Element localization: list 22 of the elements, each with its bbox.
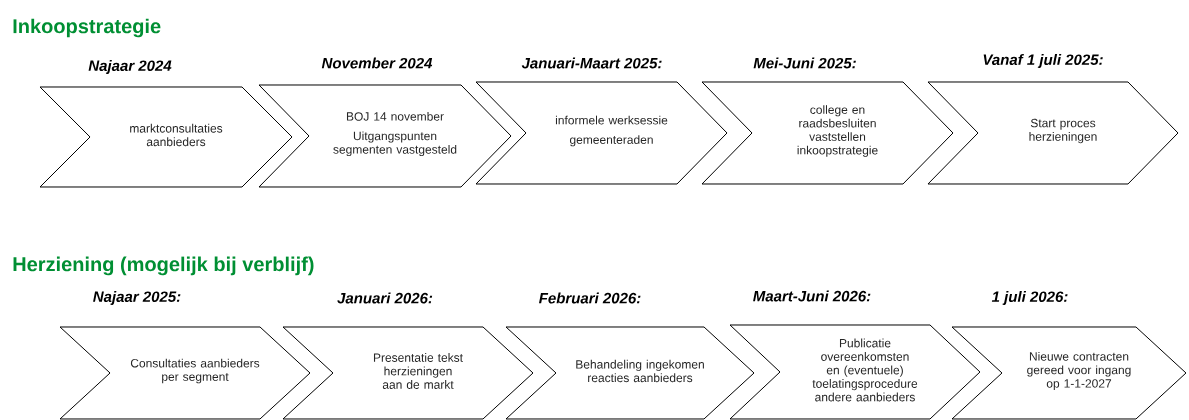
chevron-step: Consultaties aanbieders per segment bbox=[59, 326, 311, 420]
chevron-step: Nieuwe contracten gereed voor ingang op 1-1-2027 bbox=[951, 326, 1187, 420]
step-heading: Vanaf 1 juli 2025: bbox=[983, 54, 1103, 68]
section-heading: Herziening (mogelijk bij verblijf) bbox=[13, 256, 314, 276]
chevron-step: informele werksessie gemeenteraden bbox=[475, 81, 728, 185]
chevron-step: Publicatie overeenkomsten en (eventuele) toelatingsprocedure andere aanbieders bbox=[729, 324, 981, 420]
step-heading: Januari 2026: bbox=[337, 292, 433, 304]
step-heading: Najaar 2025: bbox=[93, 291, 181, 305]
step-heading: 1 juli 2026: bbox=[991, 291, 1068, 305]
step-heading: Februari 2026: bbox=[539, 292, 641, 304]
section-heading: Inkoopstrategie bbox=[13, 18, 161, 38]
chevron-step: college en raadsbesluiten vaststellen inkoopstrategie bbox=[701, 81, 954, 185]
chevron-step: BOJ 14 november Uitgangspunten segmenten vastgesteld bbox=[258, 84, 512, 188]
chevron-step: marktconsultaties aanbieders bbox=[39, 86, 293, 188]
step-heading: Mei-Juni 2025: bbox=[753, 57, 856, 69]
chevron-step: Start proces herzieningen bbox=[927, 81, 1179, 185]
step-heading: Maart-Juni 2026: bbox=[753, 290, 871, 302]
chevron-step: Behandeling ingekomen reacties aanbieders bbox=[505, 326, 755, 420]
step-heading: November 2024 bbox=[321, 57, 433, 69]
step-heading: Najaar 2024 bbox=[88, 60, 172, 74]
chevron-step: Presentatie tekst herzieningen aan de markt bbox=[282, 326, 534, 420]
step-heading: Januari-Maart 2025: bbox=[521, 57, 662, 69]
